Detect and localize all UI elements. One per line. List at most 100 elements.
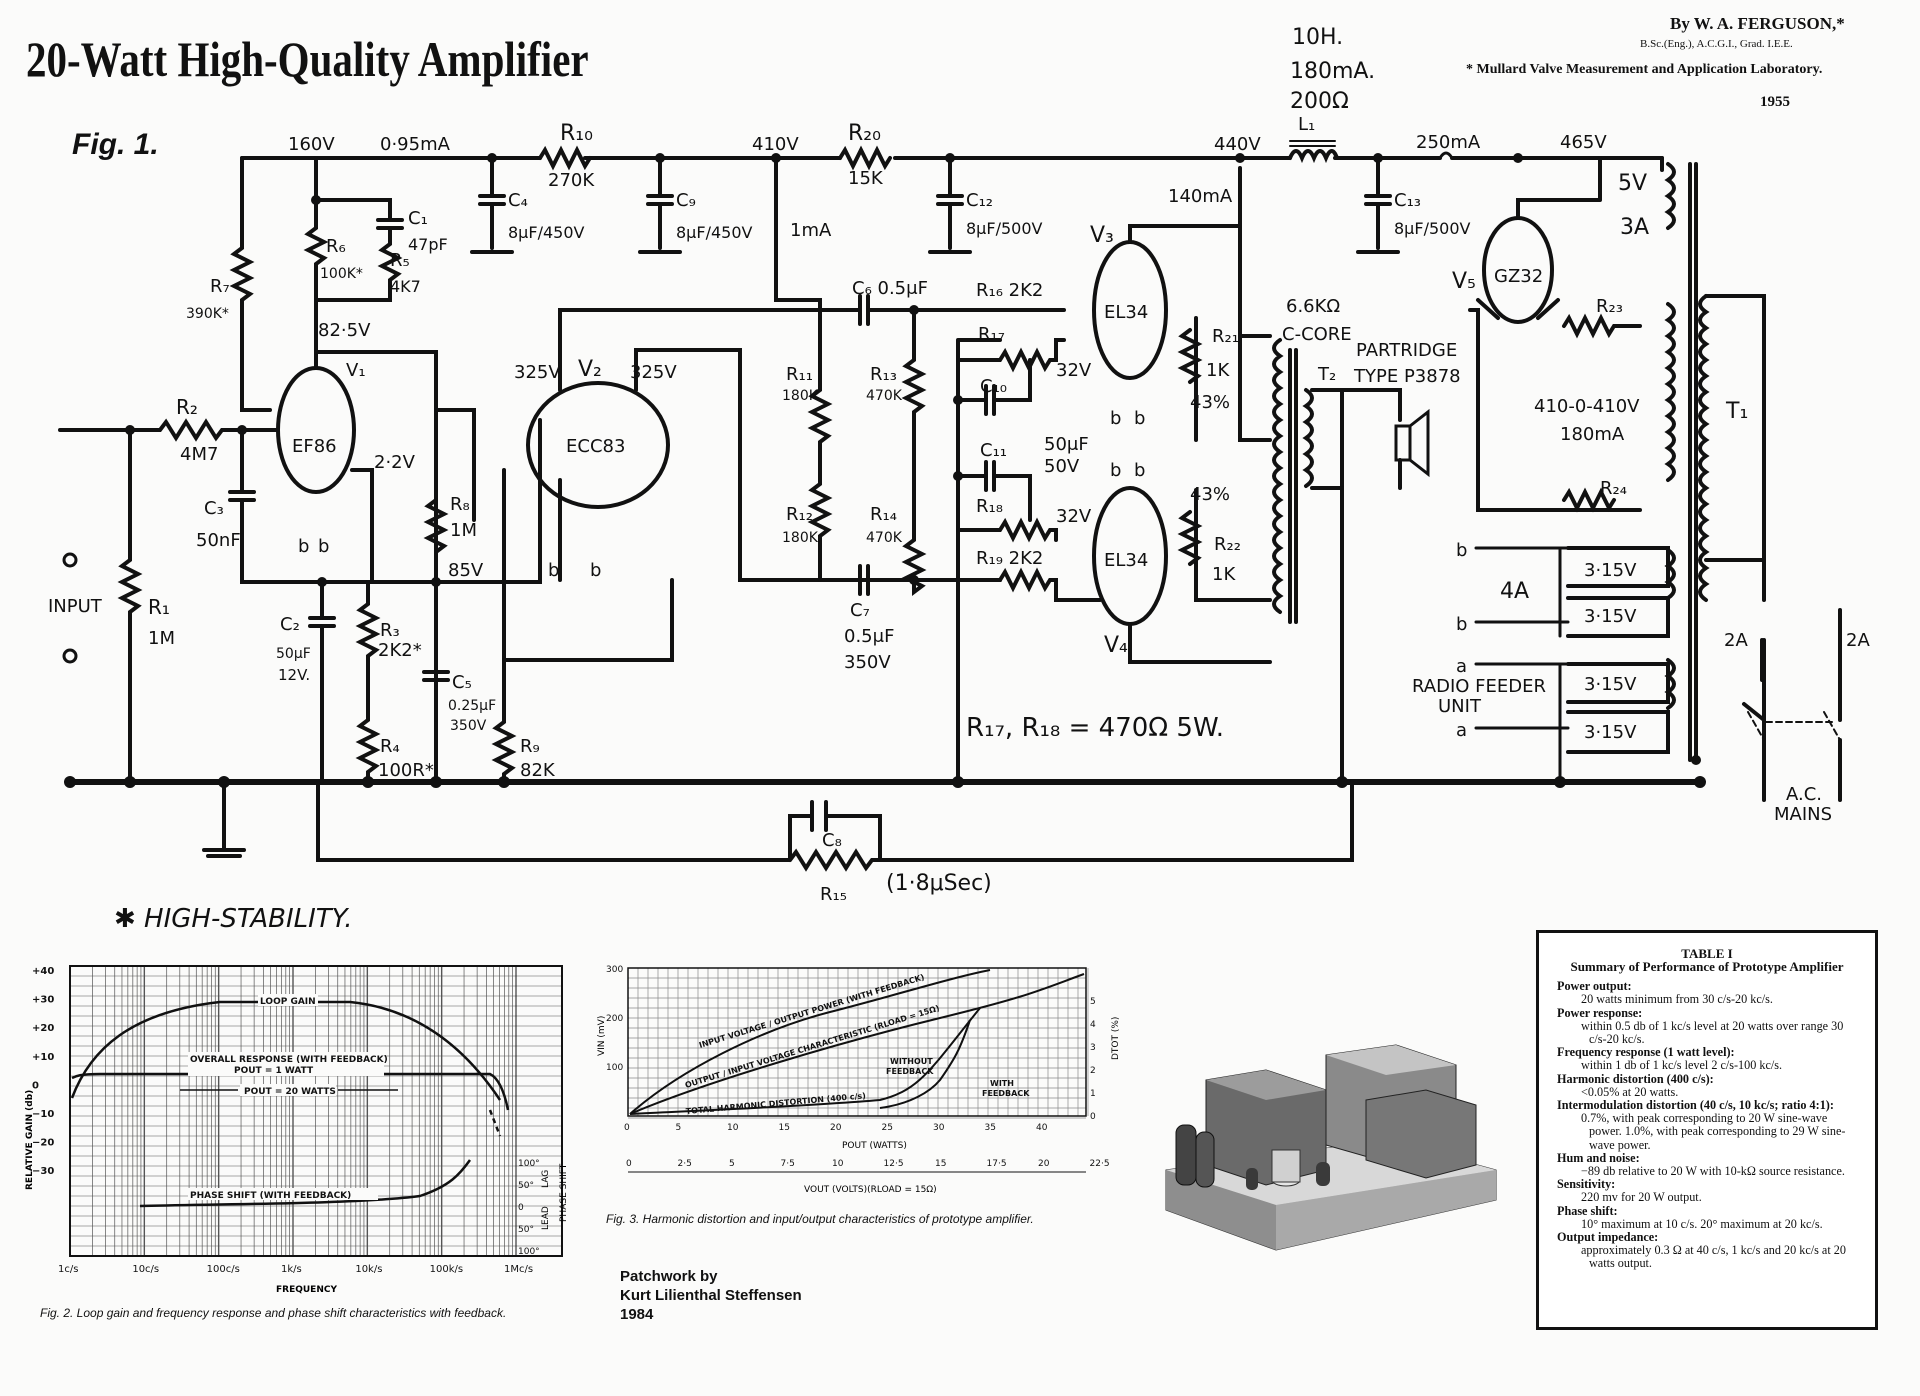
table-row: Output impedance:approximately 0.3 Ω at … (1553, 1230, 1861, 1271)
label-c2-voltage: 12V. (278, 666, 310, 684)
label-r18: R₁₈ (976, 496, 1003, 517)
label-hv-winding: 410-0-410V (1534, 396, 1640, 417)
label-b-6: b (1134, 408, 1145, 429)
label-v5: V₅ (1452, 269, 1476, 294)
page-title: 20-Watt High-Quality Amplifier (26, 31, 589, 87)
label-a-2: a (1456, 720, 1467, 741)
label-r8-value: 1M (450, 520, 477, 541)
label-465v: 465V (1560, 132, 1607, 153)
fig2-x-tick: 1Mc/s (504, 1264, 533, 1275)
fig3-y2label: DTOT (%) (1111, 1017, 1120, 1060)
label-82v5: 82·5V (318, 320, 371, 341)
label-r10-value: 270K (548, 170, 595, 191)
fig2-y-tick: 0 (32, 1080, 39, 1091)
label-3a: 3A (1620, 215, 1649, 240)
label-t1: T₁ (1725, 399, 1748, 424)
fig3-x2-tick: 10 (832, 1159, 844, 1169)
r20-resistor (838, 145, 892, 171)
label-1ma: 1mA (790, 220, 832, 241)
label-r6-value: 100K* (320, 266, 363, 282)
label-32v-a: 32V (1056, 360, 1092, 381)
author-qualifications: B.Sc.(Eng.), A.C.G.I., Grad. I.E.E. (1640, 38, 1793, 50)
label-ecc83: ECC83 (566, 436, 625, 457)
l1-choke (1288, 149, 1339, 164)
label-c12: C₁₂ (966, 190, 993, 211)
label-43pct-b: 43% (1190, 484, 1230, 505)
label-c5: C₅ (452, 672, 472, 693)
label-c10-c11-value: 50μF (1044, 434, 1089, 455)
label-b-1: b (298, 536, 309, 557)
table-row-body: 10° maximum at 10 c/s. 20° maximum at 20… (1581, 1216, 1823, 1231)
fig2-phase-label: PHASE SHIFT (WITH FEEDBACK) (190, 1191, 351, 1201)
table-row-body: 220 mv for 20 W output. (1581, 1190, 1702, 1205)
table-row: Hum and noise:−89 db relative to 20 W wi… (1553, 1151, 1861, 1178)
label-c5-voltage: 350V (450, 718, 487, 734)
year: 1955 (1760, 94, 1790, 110)
label-partridge-type: TYPE P3878 (1353, 366, 1461, 387)
r10-resistor (538, 145, 592, 171)
table-row: Power response:within 0.5 db of 1 kc/s l… (1553, 1006, 1861, 1047)
label-c13-value: 8μF/500V (1394, 219, 1470, 238)
label-r22: R₂₂ (1214, 534, 1241, 555)
fig3-x2-tick: 17·5 (987, 1159, 1007, 1169)
label-v2: V₂ (578, 357, 602, 382)
label-c6: C₆ 0.5μF (852, 278, 928, 299)
label-r1: R₁ (148, 595, 170, 619)
table-row: Phase shift:10° maximum at 10 c/s. 20° m… (1553, 1204, 1861, 1231)
label-c2-value: 50μF (276, 646, 311, 662)
label-r14-value: 470K (866, 530, 903, 546)
fig2-lead: LEAD (541, 1206, 551, 1230)
label-c5-value: 0.25μF (448, 698, 496, 714)
fig3-without-label: WITHOUT (890, 1057, 933, 1066)
label-heater-4: 3·15V (1584, 722, 1637, 743)
figure-2-chart: LOOP GAIN OVERALL RESPONSE (WITH FEEDBAC… (25, 965, 569, 1295)
label-r2: R₂ (176, 395, 198, 419)
figure-3-caption: Fig. 3. Harmonic distortion and input/ou… (606, 1212, 1034, 1226)
label-r13: R₁₃ (870, 364, 897, 385)
fig3-x-tick: 10 (727, 1123, 739, 1133)
label-85v: 85V (448, 560, 484, 581)
fig3-x2-tick: 20 (1038, 1159, 1050, 1169)
fig3-x-tick: 0 (624, 1123, 630, 1133)
phase-shift-curve (139, 1159, 472, 1208)
label-el34-a: EL34 (1104, 302, 1148, 323)
choke-spec-1: 10H. (1292, 25, 1343, 50)
label-r9: R₉ (520, 736, 540, 757)
label-r24: R₂₄ (1600, 478, 1627, 499)
fig2-x-tick: 10k/s (355, 1264, 382, 1275)
fig3-y2-tick: 0 (1090, 1112, 1096, 1122)
fig2-phase-tick: 100° (518, 1159, 540, 1169)
label-heater-1: 3·15V (1584, 560, 1637, 581)
label-c4: C₄ (508, 190, 528, 211)
label-r13-value: 470K (866, 388, 903, 404)
label-c7-voltage: 350V (844, 652, 891, 673)
label-r15: R₁₅ (820, 884, 847, 905)
label-ef86: EF86 (292, 436, 337, 457)
fig3-y-tick: 300 (606, 965, 623, 975)
fig3-y2-tick: 4 (1090, 1020, 1096, 1030)
label-r19: R₁₉ 2K2 (976, 548, 1043, 569)
label-a-1: a (1456, 656, 1467, 677)
label-c10: C₁₀ (980, 376, 1007, 397)
label-r7-value: 390K* (186, 306, 229, 322)
label-b-10: b (1456, 614, 1467, 635)
label-c3-value: 50nF (196, 530, 241, 551)
label-ac: A.C. (1786, 784, 1822, 805)
label-r10: R₁₀ (560, 121, 593, 146)
label-c9-value: 8μF/450V (676, 223, 752, 242)
label-410v: 410V (752, 134, 799, 155)
label-5v: 5V (1618, 171, 1647, 196)
label-r20-value: 15K (848, 168, 884, 189)
fig3-x2-tick: 2·5 (678, 1159, 692, 1169)
table-row-heading: Frequency response (1 watt level): (1557, 1045, 1735, 1060)
fig3-x-tick: 25 (882, 1123, 893, 1133)
table-row-heading: Output impedance: (1557, 1230, 1659, 1245)
label-b-8: b (1134, 460, 1145, 481)
label-250ma: 250mA (1416, 132, 1481, 153)
label-l1: L₁ (1298, 114, 1315, 135)
fig3-x-tick: 30 (933, 1123, 945, 1133)
label-r2-value: 4M7 (180, 444, 218, 465)
label-v4: V₄ (1104, 633, 1128, 658)
fig3-with-label-2: FEEDBACK (982, 1089, 1030, 1098)
fig3-y2-tick: 5 (1090, 997, 1096, 1007)
